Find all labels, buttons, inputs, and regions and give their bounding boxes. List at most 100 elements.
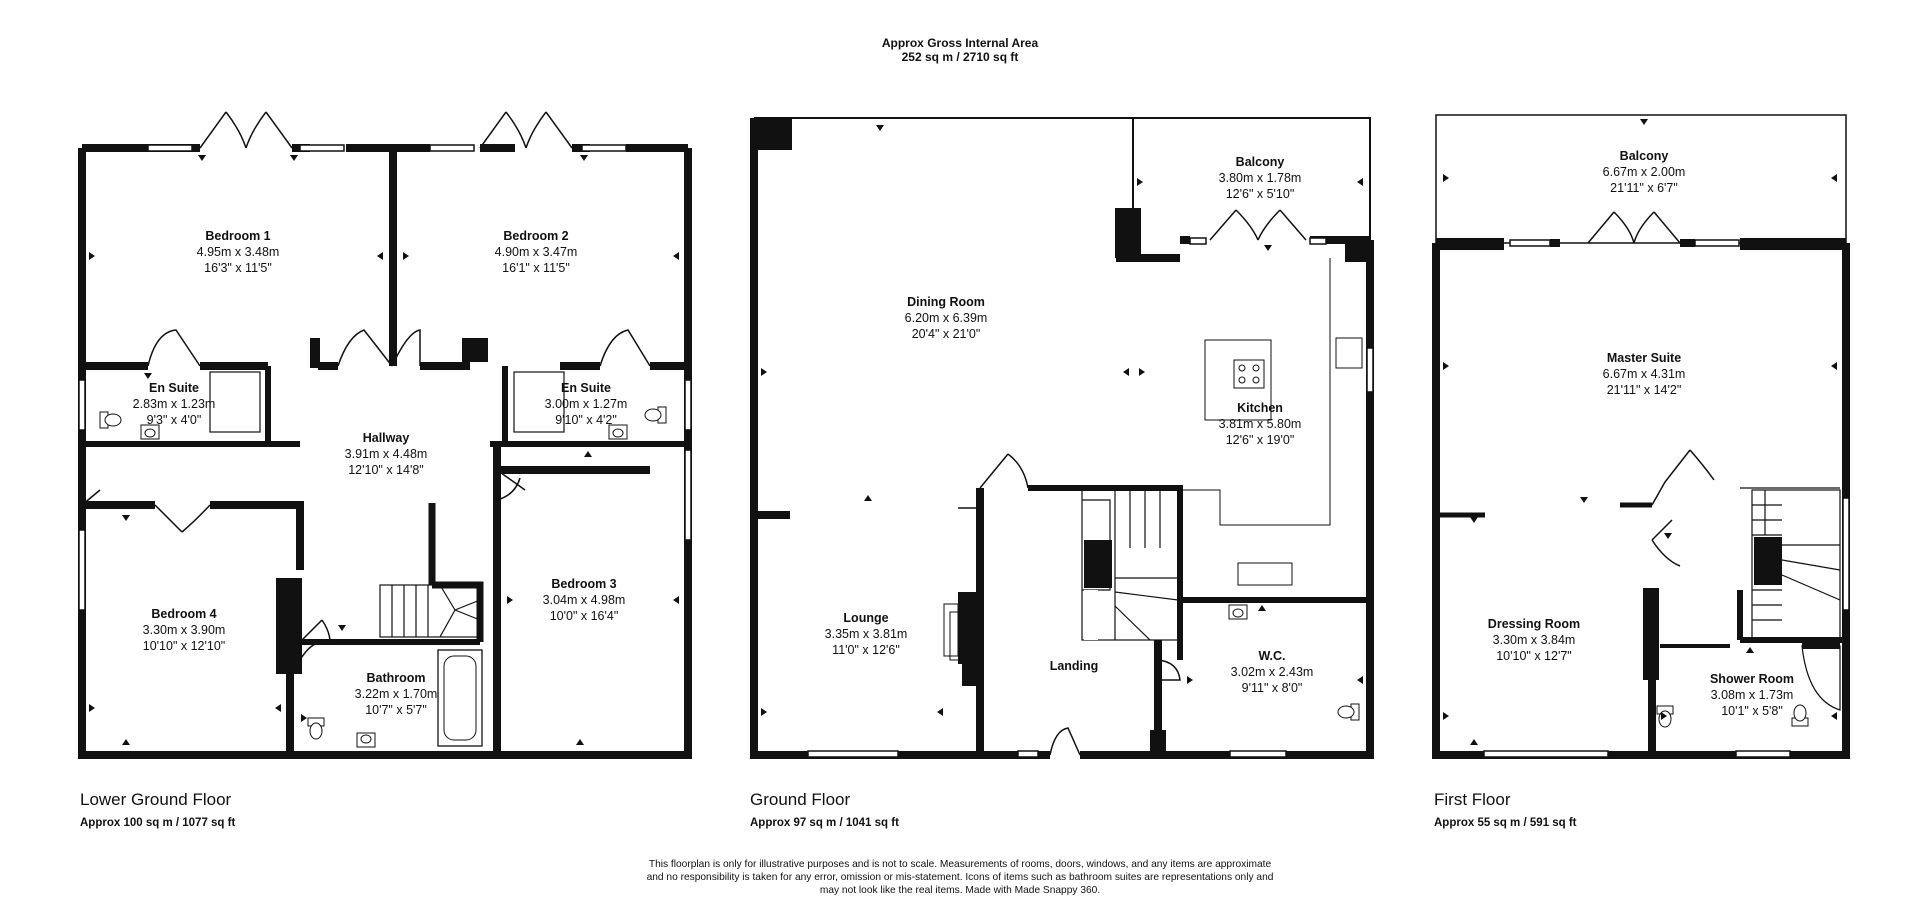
- room-imperial: 21'11" x 14'2": [1607, 383, 1682, 397]
- room-imperial: 10'7" x 5'7": [365, 703, 427, 717]
- arrow-icon: [1443, 362, 1449, 370]
- room-imperial: 12'10" x 14'8": [348, 463, 424, 477]
- arrow-icon: [584, 451, 592, 457]
- arrow-icon: [377, 252, 383, 260]
- room-name: Dining Room: [907, 295, 985, 309]
- gross-area-title: Approx Gross Internal Area: [881, 36, 1039, 50]
- arrow-icon: [89, 252, 95, 260]
- gross-area-total: 252 sq m / 2710 sq ft: [901, 50, 1019, 64]
- disclaimer-line: may not look like the real items. Made w…: [819, 885, 1101, 896]
- room-name: Dressing Room: [1488, 617, 1580, 631]
- arrow-icon: [1123, 368, 1129, 376]
- arrow-icon: [864, 495, 872, 501]
- room-metric: 3.22m x 1.70m: [355, 687, 438, 701]
- ground-floor-plan: [750, 117, 1374, 759]
- room-name: Bedroom 3: [551, 577, 616, 591]
- disclaimer: This floorplan is only for illustrative …: [610, 858, 1310, 897]
- room-metric: 3.00m x 1.27m: [545, 397, 628, 411]
- arrow-icon: [1664, 533, 1672, 539]
- arrow-icon: [338, 625, 346, 631]
- room-metric: 3.81m x 5.80m: [1219, 417, 1302, 431]
- room-metric: 3.08m x 1.73m: [1711, 688, 1794, 702]
- arrow-icon: [576, 739, 584, 745]
- room-name: Lounge: [843, 611, 888, 625]
- room-imperial: 20'4" x 21'0": [912, 327, 981, 341]
- floor-area-ground: Approx 97 sq m / 1041 sq ft: [750, 817, 899, 829]
- arrow-icon: [1357, 178, 1363, 186]
- arrow-icon: [1746, 647, 1754, 653]
- room-imperial: 11'0" x 12'6": [832, 643, 900, 657]
- arrow-icon: [1187, 676, 1193, 684]
- arrow-icon: [1443, 712, 1449, 720]
- room-metric: 3.02m x 2.43m: [1231, 665, 1314, 679]
- arrow-icon: [1139, 368, 1145, 376]
- arrow-icon: [122, 515, 130, 521]
- room-metric: 2.83m x 1.23m: [133, 397, 216, 411]
- room-metric: 3.91m x 4.48m: [345, 447, 428, 461]
- room-name: En Suite: [149, 381, 199, 395]
- room-name: Balcony: [1620, 149, 1669, 163]
- room-name: En Suite: [561, 381, 611, 395]
- room-name: Bathroom: [366, 671, 425, 685]
- stairs-icon: [379, 584, 481, 638]
- room-imperial: 10'10" x 12'10": [143, 639, 225, 653]
- arrow-icon: [1831, 174, 1837, 182]
- floor-area-first: Approx 55 sq m / 591 sq ft: [1434, 817, 1577, 829]
- arrow-icon: [876, 125, 884, 131]
- arrow-icon: [1470, 517, 1478, 523]
- room-name: Bedroom 2: [503, 229, 568, 243]
- lower-ground-floor-plan: [78, 111, 692, 759]
- room-imperial: 12'6" x 5'10": [1226, 187, 1295, 201]
- room-imperial: 9'11" x 8'0": [1242, 681, 1303, 695]
- arrow-icon: [1258, 605, 1266, 611]
- room-metric: 6.67m x 2.00m: [1603, 165, 1686, 179]
- door-icon: [1587, 211, 1681, 244]
- room-imperial: 10'0" x 16'4": [550, 609, 619, 623]
- room-imperial: 21'11" x 6'7": [1610, 181, 1678, 195]
- window-icon: [78, 144, 692, 611]
- room-metric: 6.67m x 4.31m: [1603, 367, 1686, 381]
- arrow-icon: [1661, 712, 1667, 720]
- room-imperial: 12'6" x 19'0": [1226, 433, 1295, 447]
- door-icon: [1209, 209, 1307, 241]
- room-imperial: 16'3" x 11'5": [204, 261, 272, 275]
- window-icon: [807, 237, 1374, 758]
- arrow-icon: [507, 596, 513, 604]
- arrow-icon: [275, 704, 281, 712]
- door-icon: [199, 111, 573, 149]
- arrow-icon: [1580, 497, 1588, 503]
- arrow-icon: [122, 739, 130, 745]
- arrow-icon: [1831, 712, 1837, 720]
- arrow-icon: [761, 368, 767, 376]
- window-icon: [1483, 239, 1850, 758]
- arrow-icon: [673, 252, 679, 260]
- room-imperial: 9'3" x 4'0": [147, 413, 202, 427]
- room-metric: 3.35m x 3.81m: [825, 627, 908, 641]
- arrow-icon: [198, 155, 206, 161]
- floor-area-lower-ground: Approx 100 sq m / 1077 sq ft: [80, 817, 236, 829]
- room-metric: 3.30m x 3.84m: [1493, 633, 1576, 647]
- arrow-icon: [580, 155, 588, 161]
- room-imperial: 10'10" x 12'7": [1496, 649, 1572, 663]
- room-metric: 4.90m x 3.47m: [495, 245, 578, 259]
- floor-title-lower-ground: Lower Ground Floor: [80, 790, 232, 809]
- arrow-icon: [144, 373, 152, 379]
- arrow-icon: [761, 708, 767, 716]
- room-metric: 3.80m x 1.78m: [1219, 171, 1302, 185]
- floor-title-first: First Floor: [1434, 790, 1511, 809]
- arrow-icon: [1357, 676, 1363, 684]
- arrow-icon: [403, 252, 409, 260]
- arrow-icon: [1264, 245, 1272, 251]
- arrow-icon: [301, 714, 307, 722]
- arrow-icon: [673, 596, 679, 604]
- room-name: Landing: [1050, 659, 1099, 673]
- room-name: Master Suite: [1607, 351, 1681, 365]
- arrow-icon: [1831, 362, 1837, 370]
- arrow-icon: [937, 708, 943, 716]
- room-imperial: 10'1" x 5'8": [1721, 704, 1783, 718]
- first-floor-plan: [1432, 114, 1850, 759]
- arrow-icon: [1640, 119, 1648, 125]
- room-labels: Bedroom 1 4.95m x 3.48m 16'3" x 11'5" Be…: [133, 149, 1794, 718]
- room-imperial: 16'1" x 11'5": [502, 261, 570, 275]
